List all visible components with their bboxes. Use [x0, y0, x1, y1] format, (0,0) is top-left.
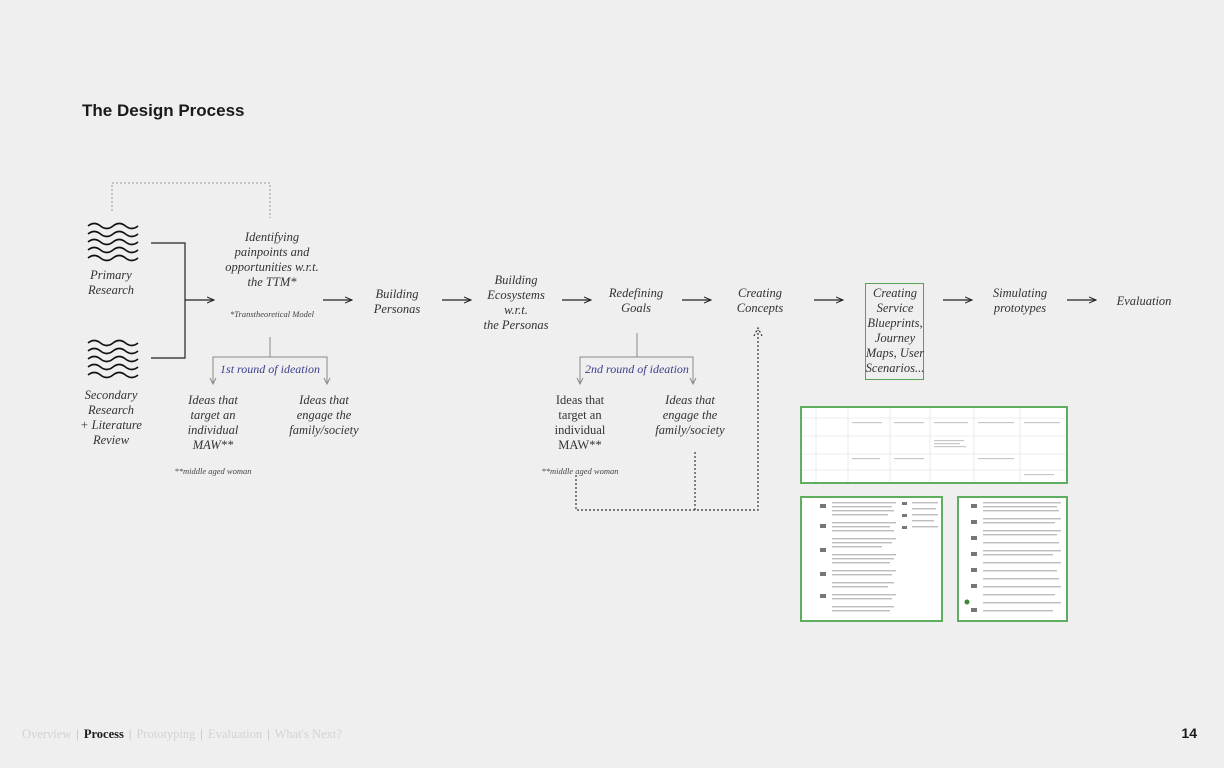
primary-research-label: Primary Research [87, 268, 135, 297]
footer-navigation: Overview | Process | Prototyping | Evaluation |… [22, 727, 342, 742]
nav-overview[interactable]: Overview [22, 727, 72, 741]
ideas-individual-1: Ideas that target an individual MAW** [187, 393, 239, 452]
second-ideation-bracket [576, 333, 697, 386]
research-merge-bracket [151, 242, 214, 359]
second-ideation-label: 2nd round of ideation [585, 362, 689, 376]
journey-map-thumbnail-1 [800, 496, 943, 622]
maw-footnote-1: **middle aged woman [174, 466, 252, 476]
creating-blueprints-node: Creating Service Blueprints, Journey Map… [865, 286, 925, 375]
building-personas-node: Building Personas [373, 287, 421, 316]
text-placeholder [820, 502, 938, 612]
blueprints-highlight-box [865, 283, 924, 380]
nav-separator: | [267, 727, 270, 741]
blueprint-table-thumbnail [800, 406, 1068, 484]
ideas-individual-2: Ideas that target an individual MAW** [554, 393, 606, 452]
ideas-family-1: Ideas that engage the family/society [289, 393, 359, 437]
nav-process[interactable]: Process [83, 727, 124, 741]
nav-separator: | [76, 727, 79, 741]
ideas-family-2: Ideas that engage the family/society [655, 393, 725, 437]
redefining-goals-node: Redefining Goals [608, 286, 664, 315]
primary-research-wave-icon [87, 222, 139, 262]
secondary-research-wave-icon [87, 339, 139, 379]
building-ecosystems-node: Building Ecosystems w.r.t. the Personas [483, 273, 549, 332]
nav-separator: | [128, 727, 132, 741]
ttm-footnote: *Transtheoretical Model [230, 309, 314, 319]
text-placeholder [964, 502, 1061, 612]
first-ideation-label: 1st round of ideation [220, 362, 320, 376]
first-ideation-bracket [209, 337, 331, 386]
evaluation-node: Evaluation [1116, 294, 1172, 308]
page-title: The Design Process [82, 101, 245, 120]
identifying-painpoints-node: Identifying painpoints and opportunities… [225, 230, 319, 289]
nav-evaluation[interactable]: Evaluation [207, 727, 263, 741]
secondary-research-label: Secondary Research + Literature Review [80, 388, 142, 447]
page-number: 14 [1181, 725, 1197, 741]
nav-separator: | [200, 727, 203, 741]
simulating-prototypes-node: Simulating prototypes [992, 286, 1048, 315]
maw-footnote-2: **middle aged woman [541, 466, 619, 476]
table-placeholder [802, 408, 1066, 482]
journey-map-thumbnail-2 [957, 496, 1068, 622]
feedback-loop-top [111, 182, 271, 218]
creating-concepts-node: Creating Concepts [736, 286, 784, 315]
feedback-loop-bottom [575, 326, 763, 511]
nav-whats-next[interactable]: What's Next? [274, 727, 342, 741]
nav-prototyping[interactable]: Prototyping [136, 727, 196, 741]
